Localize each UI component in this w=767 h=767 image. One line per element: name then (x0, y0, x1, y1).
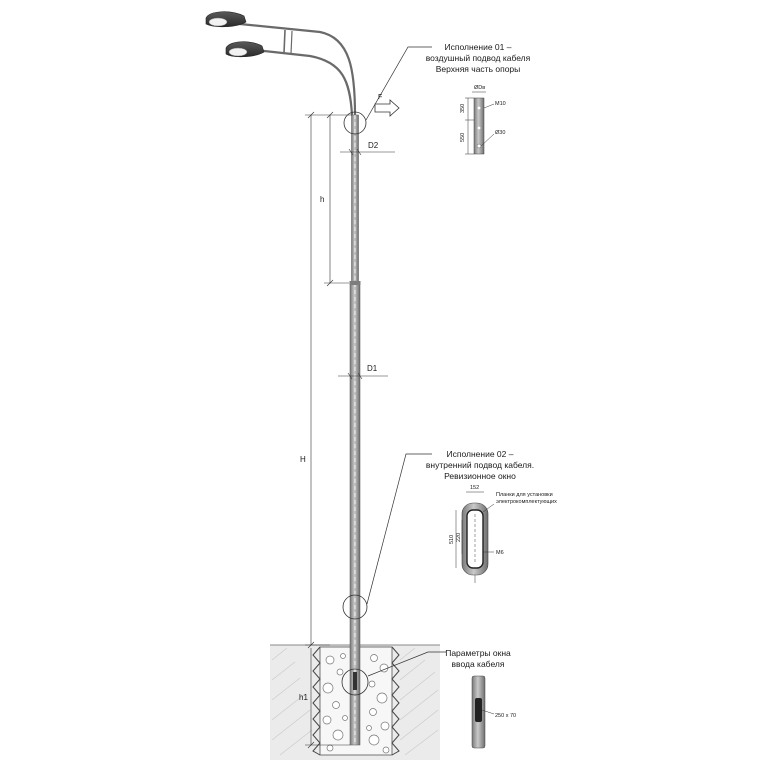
luminaire-upper (205, 11, 247, 28)
cable-entry-window (353, 672, 357, 690)
bracket-arm-lower (254, 48, 354, 116)
bracket-arm-upper (239, 22, 357, 116)
detail-top-dv: ØDв (474, 85, 485, 91)
dimension-D1-label: D1 (367, 364, 378, 373)
soil-hatch (271, 647, 439, 756)
callout-top: Исполнение 01 – воздушный подвод кабеля … (426, 42, 531, 74)
foundation-stones (322, 653, 390, 754)
callout-bottom-line2: ввода кабеля (452, 659, 505, 669)
foundation-edge-left (312, 646, 321, 756)
dimension-H-label: H (300, 455, 306, 464)
force-label: F (378, 94, 382, 101)
bracket-brace (283, 29, 286, 54)
detail-top-m10: M10 (495, 101, 506, 107)
callout-bottom-line1: Параметры окна (445, 648, 511, 658)
detail-circle-mid (342, 594, 368, 620)
force-arrow: F (374, 94, 400, 117)
detail-top-d30: Ø30 (495, 130, 505, 136)
dimension-h (324, 111, 349, 287)
dimension-H (305, 111, 352, 649)
luminaire-lower (225, 41, 265, 58)
detail-circle-bottom (341, 668, 369, 696)
dimension-D2 (340, 148, 395, 156)
pole (349, 114, 361, 746)
dimension-h1 (305, 648, 350, 749)
detail-mid-view: 152 Планки для установки электрокомплект… (449, 485, 557, 583)
pole-joint (349, 281, 361, 285)
bracket-brace-2 (290, 30, 293, 55)
dimension-h1-label: h1 (299, 693, 308, 702)
dimension-h-label: h (320, 195, 324, 204)
dimension-D2-label: D2 (368, 141, 379, 150)
detail-mid-plank1: Планки для установки (496, 492, 553, 498)
detail-top-view: ØDв M10 Ø30 350 550 (460, 85, 506, 155)
callout-top-line3: Верхняя часть опоры (436, 64, 521, 74)
callout-top-line1: Исполнение 01 – (445, 42, 512, 52)
dimension-D1 (338, 372, 388, 380)
callout-bottom: Параметры окна ввода кабеля (445, 648, 511, 669)
detail-mid-m6: M6 (496, 550, 504, 556)
callout-top-line2: воздушный подвод кабеля (426, 53, 531, 63)
detail-top-350: 350 (460, 104, 466, 113)
callout-mid-line3: Ревизионное окно (444, 471, 516, 481)
double-bracket (239, 22, 357, 116)
detail-mid-plank2: электрокомплектующих (496, 499, 557, 505)
callout-mid-line1: Исполнение 02 – (447, 449, 514, 459)
callout-mid-line2: внутренний подвод кабеля. (426, 460, 534, 470)
detail-mid-220: 220 (456, 533, 462, 542)
detail-circle-top (343, 111, 367, 135)
detail-top-550: 550 (460, 133, 466, 142)
detail-bottom-view: 250 x 70 (471, 675, 516, 749)
leader-lines (365, 46, 446, 677)
detail-bottom-size: 250 x 70 (495, 713, 516, 719)
detail-mid-152: 152 (470, 485, 479, 491)
detail-mid-510: 510 (449, 535, 455, 544)
callout-mid: Исполнение 02 – внутренний подвод кабеля… (426, 449, 534, 481)
